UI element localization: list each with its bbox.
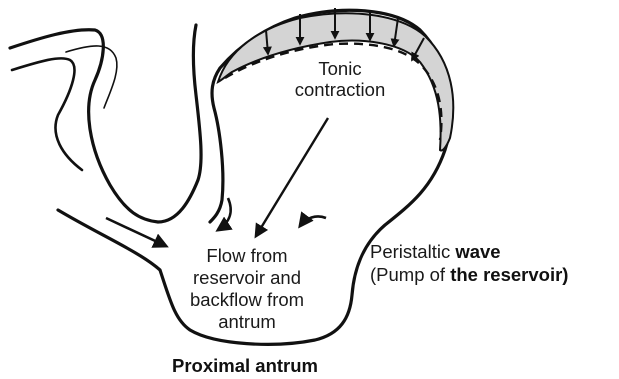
esophagus-inner-wall [12, 58, 82, 170]
flow-label-line4: antrum [218, 311, 276, 332]
pump-label-bold: the reservoir) [450, 264, 568, 285]
pump-label: (Pump of the reservoir) [370, 264, 568, 285]
pump-label-normal: (Pump of [370, 264, 450, 285]
flow-label-line2: reservoir and [193, 267, 301, 288]
peristaltic-label-normal: Peristaltic [370, 241, 455, 262]
caption-proximal-antrum: Proximal antrum [172, 355, 318, 376]
flow-label-line1: Flow from [206, 245, 287, 266]
tonic-label-line1: Tonic [318, 58, 361, 79]
tonic-label-line2: contraction [295, 79, 386, 100]
tonic-arrow [256, 118, 328, 236]
peristaltic-label: Peristaltic wave [370, 241, 501, 262]
flow-label-line3: backflow from [190, 289, 304, 310]
esophagus-outer-wall [10, 25, 201, 222]
peristaltic-label-bold: wave [454, 241, 500, 262]
flow-arrow-right [300, 216, 326, 226]
